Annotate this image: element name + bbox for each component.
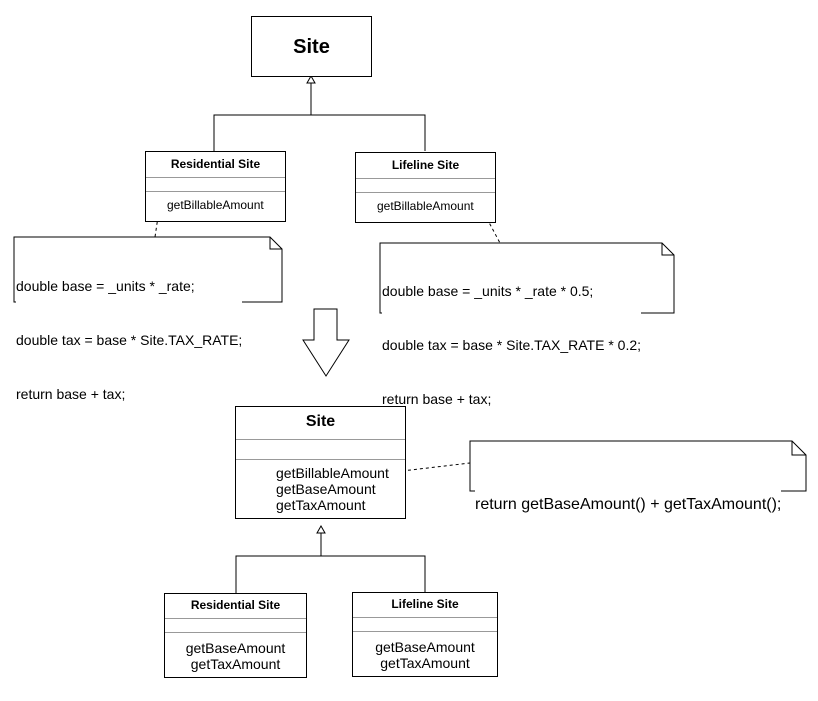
bottom-site-method-getbillableamount: getBillableAmount <box>276 465 389 481</box>
bottom-site-separator-1 <box>236 439 405 440</box>
bottom-residential-separator-2 <box>165 632 306 633</box>
lifeline-note-line: return base + tax; <box>382 391 492 407</box>
bottom-lifeline-separator-2 <box>353 631 497 632</box>
refactor-down-arrow <box>302 308 350 377</box>
bottom-lifeline-class[interactable]: Lifeline Site getBaseAmount getTaxAmount <box>352 592 498 677</box>
bottom-inheritance-connector <box>235 533 426 593</box>
residential-note-line: double base = _units * _rate; <box>16 278 195 294</box>
bottom-residential-separator-1 <box>165 618 306 619</box>
top-lifeline-class-name: Lifeline Site <box>391 158 460 172</box>
lifeline-note-fold <box>661 243 674 256</box>
bottom-residential-class-name: Residential Site <box>190 598 281 612</box>
lifeline-note: double base = _units * _rate * 0.5; doub… <box>382 246 642 426</box>
bottom-lifeline-method-gettaxamount: getTaxAmount <box>380 655 470 671</box>
bottom-site-class-name: Site <box>305 413 336 430</box>
bottom-residential-methods: getBaseAmount getTaxAmount <box>165 640 306 672</box>
top-residential-methods: getBillableAmount <box>146 198 285 212</box>
top-residential-separator-2 <box>146 191 285 192</box>
top-lifeline-separator-1 <box>356 178 495 179</box>
bottom-lifeline-method-getbaseamount: getBaseAmount <box>375 639 475 655</box>
bottom-residential-method-gettaxamount: getTaxAmount <box>190 656 281 672</box>
residential-note-line: double tax = base * Site.TAX_RATE; <box>16 332 243 348</box>
bottom-lifeline-class-name: Lifeline Site <box>391 597 459 611</box>
bottom-site-method-getbaseamount: getBaseAmount <box>276 481 376 497</box>
bottom-note-line: return getBaseAmount() + getTaxAmount(); <box>475 496 782 513</box>
top-residential-class-name: Residential Site <box>170 157 261 171</box>
bottom-lifeline-methods: getBaseAmount getTaxAmount <box>353 639 497 671</box>
top-residential-method-getbillableamount: getBillableAmount <box>167 198 264 212</box>
bottom-note-fold <box>791 441 806 456</box>
bottom-site-separator-2 <box>236 459 405 460</box>
bottom-lifeline-separator-1 <box>353 617 497 618</box>
bottom-site-method-gettaxamount: getTaxAmount <box>276 497 366 513</box>
bottom-site-methods: getBillableAmount getBaseAmount getTaxAm… <box>236 465 405 513</box>
bottom-note-anchor-line <box>401 462 471 472</box>
residential-note-anchor-line <box>154 209 160 238</box>
top-lifeline-methods: getBillableAmount <box>356 199 495 213</box>
top-site-class[interactable]: Site <box>251 16 372 77</box>
bottom-generalization-arrowhead <box>316 524 326 534</box>
bottom-residential-class[interactable]: Residential Site getBaseAmount getTaxAmo… <box>164 593 307 678</box>
residential-note: double base = _units * _rate; double tax… <box>16 241 243 421</box>
top-lifeline-class[interactable]: Lifeline Site getBillableAmount <box>355 152 496 223</box>
top-generalization-arrowhead <box>306 74 316 84</box>
top-lifeline-separator-2 <box>356 192 495 193</box>
top-residential-class[interactable]: Residential Site getBillableAmount <box>145 151 286 222</box>
top-site-class-name: Site <box>293 36 330 58</box>
top-lifeline-method-getbillableamount: getBillableAmount <box>377 199 474 213</box>
top-residential-separator-1 <box>146 177 285 178</box>
bottom-site-class[interactable]: Site getBillableAmount getBaseAmount get… <box>235 406 406 519</box>
top-inheritance-connector <box>213 83 426 151</box>
bottom-note: return getBaseAmount() + getTaxAmount(); <box>475 455 782 535</box>
bottom-residential-method-getbaseamount: getBaseAmount <box>185 640 286 656</box>
lifeline-note-line: double tax = base * Site.TAX_RATE * 0.2; <box>382 337 642 353</box>
residential-note-line: return base + tax; <box>16 386 126 402</box>
residential-note-fold <box>269 237 282 250</box>
lifeline-note-line: double base = _units * _rate * 0.5; <box>382 283 594 299</box>
